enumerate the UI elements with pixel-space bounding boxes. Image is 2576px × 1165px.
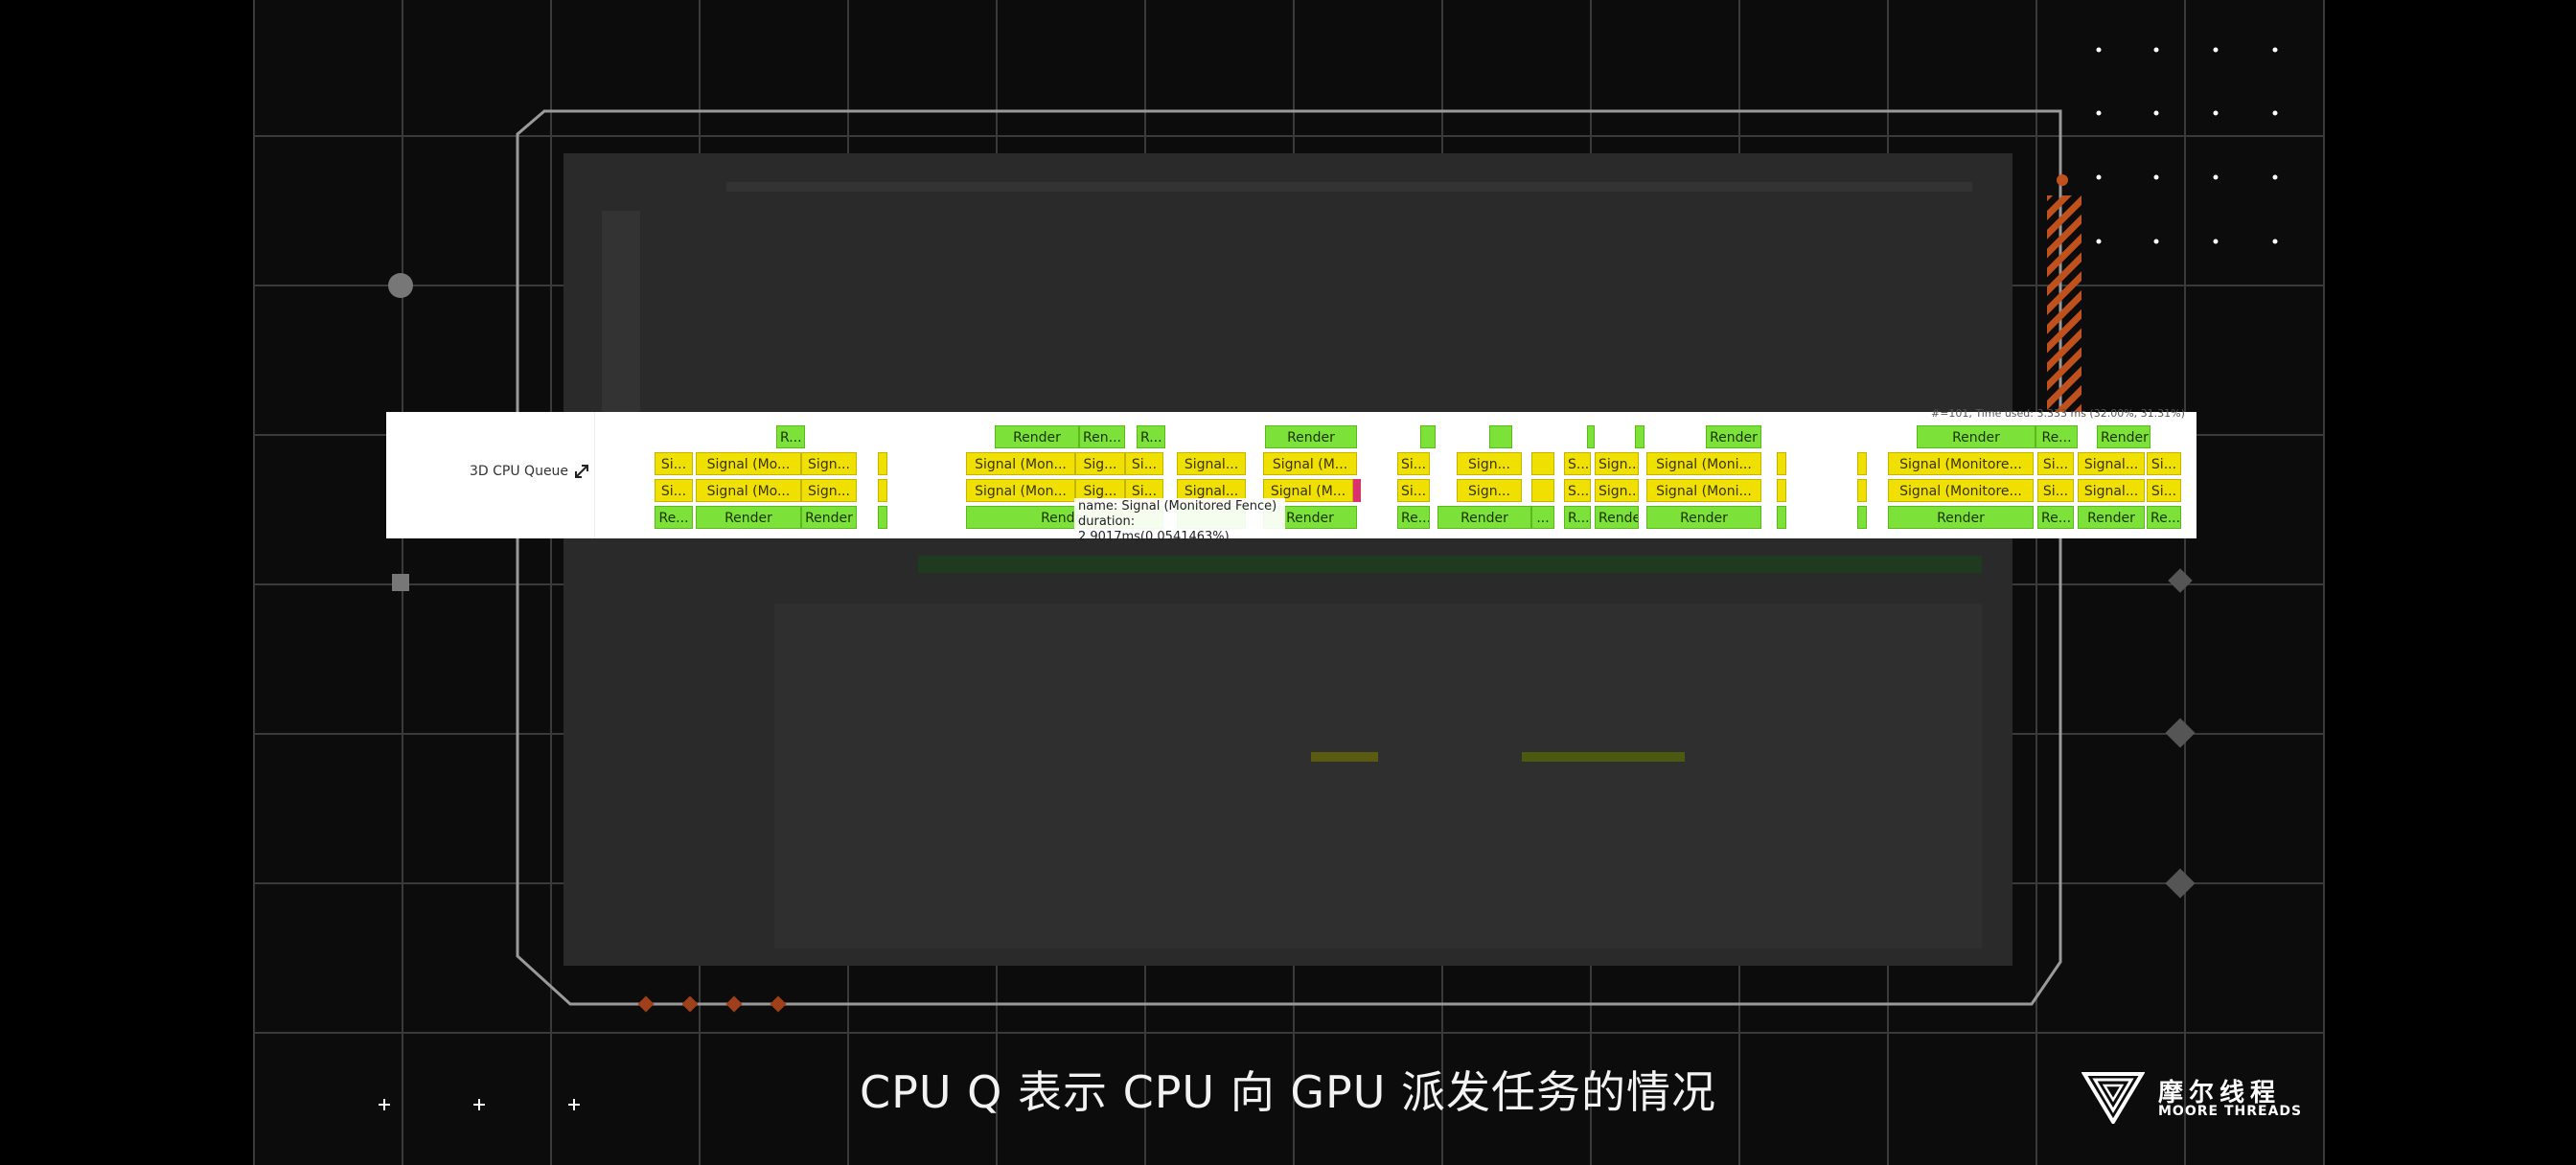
timeline-block[interactable]: Sign... xyxy=(801,479,857,502)
tooltip-duration: duration: 2.9017ms(0.0541463%) xyxy=(1078,514,1230,544)
timeline-block[interactable]: Render xyxy=(1888,506,2034,529)
timeline-block[interactable] xyxy=(1531,479,1554,502)
timeline-block[interactable]: Render xyxy=(1706,425,1761,448)
timeline-block[interactable]: S... xyxy=(1564,452,1591,475)
highlighted-block[interactable] xyxy=(1353,479,1361,502)
timeline-block[interactable]: Sign... xyxy=(801,452,857,475)
timeline-block[interactable] xyxy=(1857,452,1867,475)
brand-name-en: MOORE THREADS xyxy=(2158,1104,2303,1119)
timeline-block[interactable]: R... xyxy=(1137,425,1165,448)
timeline-block[interactable]: Re... xyxy=(1397,506,1430,529)
timeline-block[interactable] xyxy=(1857,479,1867,502)
timeline-block[interactable]: Signal... xyxy=(2078,452,2145,475)
dimmed-profiler-backdrop xyxy=(564,153,2012,966)
tooltip: name: Signal (Monitored Fence) duration:… xyxy=(1074,498,1285,544)
timeline-block[interactable]: Render xyxy=(2078,506,2145,529)
timeline-block[interactable]: Si... xyxy=(655,452,693,475)
tooltip-name: name: Signal (Monitored Fence) xyxy=(1078,499,1277,514)
timeline-block[interactable]: R... xyxy=(1564,506,1591,529)
timeline-block[interactable]: Re... xyxy=(2036,425,2078,448)
timeline-block[interactable] xyxy=(1857,506,1867,529)
timeline-block[interactable] xyxy=(878,452,887,475)
moore-threads-logo-icon xyxy=(2082,1072,2145,1124)
timeline-block[interactable]: S... xyxy=(1564,479,1591,502)
timeline-block[interactable]: Render xyxy=(995,425,1079,448)
timeline-block[interactable]: Signal (Mo... xyxy=(696,479,801,502)
timeline-block[interactable]: Sign... xyxy=(1595,479,1639,502)
timeline-block[interactable]: Sign... xyxy=(1595,452,1639,475)
timeline-block[interactable]: R... xyxy=(776,425,805,448)
timeline-block[interactable]: Re... xyxy=(655,506,693,529)
timeline-block[interactable]: Sign... xyxy=(1457,479,1522,502)
timeline-block[interactable]: Sign... xyxy=(1457,452,1522,475)
expand-icon[interactable] xyxy=(572,462,591,481)
subtitle-caption: CPU Q 表示 CPU 向 GPU 派发任务的情况 xyxy=(859,1066,1717,1118)
timeline-block[interactable]: ... xyxy=(1531,506,1554,529)
brand-name-cn: 摩尔线程 xyxy=(2158,1079,2282,1108)
timeline-block[interactable]: Render xyxy=(1595,506,1639,529)
timeline-block[interactable]: Si... xyxy=(1397,479,1430,502)
timeline-block[interactable]: Si... xyxy=(2037,452,2074,475)
timeline-block[interactable]: Signal (Monitore... xyxy=(1888,452,2034,475)
timeline-block[interactable]: Ren... xyxy=(1079,425,1125,448)
timeline-block[interactable] xyxy=(1531,452,1554,475)
timeline-block[interactable] xyxy=(1635,425,1644,448)
timeline-block[interactable]: Render xyxy=(1438,506,1531,529)
timeline-block[interactable]: Si... xyxy=(2147,479,2181,502)
timeline-block[interactable] xyxy=(878,479,887,502)
timeline-block[interactable]: Signal (Moni... xyxy=(1646,452,1761,475)
timeline-block[interactable]: Signal (Mon... xyxy=(966,479,1075,502)
timeline-block[interactable]: Re... xyxy=(2147,506,2181,529)
timeline-block[interactable] xyxy=(1777,506,1786,529)
timeline-block[interactable]: Render xyxy=(801,506,857,529)
queue-label: 3D CPU Queue xyxy=(470,464,569,479)
timeline-block[interactable]: Render xyxy=(1917,425,2036,448)
timeline-block[interactable]: Si... xyxy=(1397,452,1430,475)
timeline-block[interactable]: Sig... xyxy=(1075,452,1125,475)
timeline-block[interactable]: Si... xyxy=(2037,479,2074,502)
timeline-block[interactable]: Render xyxy=(696,506,801,529)
timeline-block[interactable]: Render xyxy=(1265,425,1357,448)
timeline-divider xyxy=(594,412,595,538)
timeline-block[interactable] xyxy=(1420,425,1436,448)
timeline-block[interactable]: Signal... xyxy=(2078,479,2145,502)
time-used-info: #=101, Time used: 3.333 ms (32.00%, 31.3… xyxy=(1931,407,2185,420)
timeline-block[interactable]: Re... xyxy=(2037,506,2074,529)
timeline-block[interactable]: Si... xyxy=(655,479,693,502)
timeline-block[interactable]: Signal (Moni... xyxy=(1646,479,1761,502)
timeline-block[interactable]: Signal... xyxy=(1177,452,1246,475)
timeline-block[interactable]: Signal (Mon... xyxy=(966,452,1075,475)
timeline-block[interactable]: Signal (M... xyxy=(1263,452,1357,475)
timeline-block[interactable]: Render xyxy=(1646,506,1761,529)
timeline-block[interactable] xyxy=(1777,479,1786,502)
timeline-block[interactable] xyxy=(1587,425,1595,448)
timeline-block[interactable] xyxy=(1777,452,1786,475)
timeline-block[interactable] xyxy=(878,506,887,529)
timeline-block[interactable]: Si... xyxy=(2147,452,2181,475)
timeline-block[interactable]: Si... xyxy=(1125,452,1163,475)
timeline-block[interactable]: Render xyxy=(2097,425,2150,448)
timeline-block[interactable]: Signal (Monitore... xyxy=(1888,479,2034,502)
timeline-block[interactable]: Signal (Mo... xyxy=(696,452,801,475)
timeline-block[interactable] xyxy=(1489,425,1512,448)
